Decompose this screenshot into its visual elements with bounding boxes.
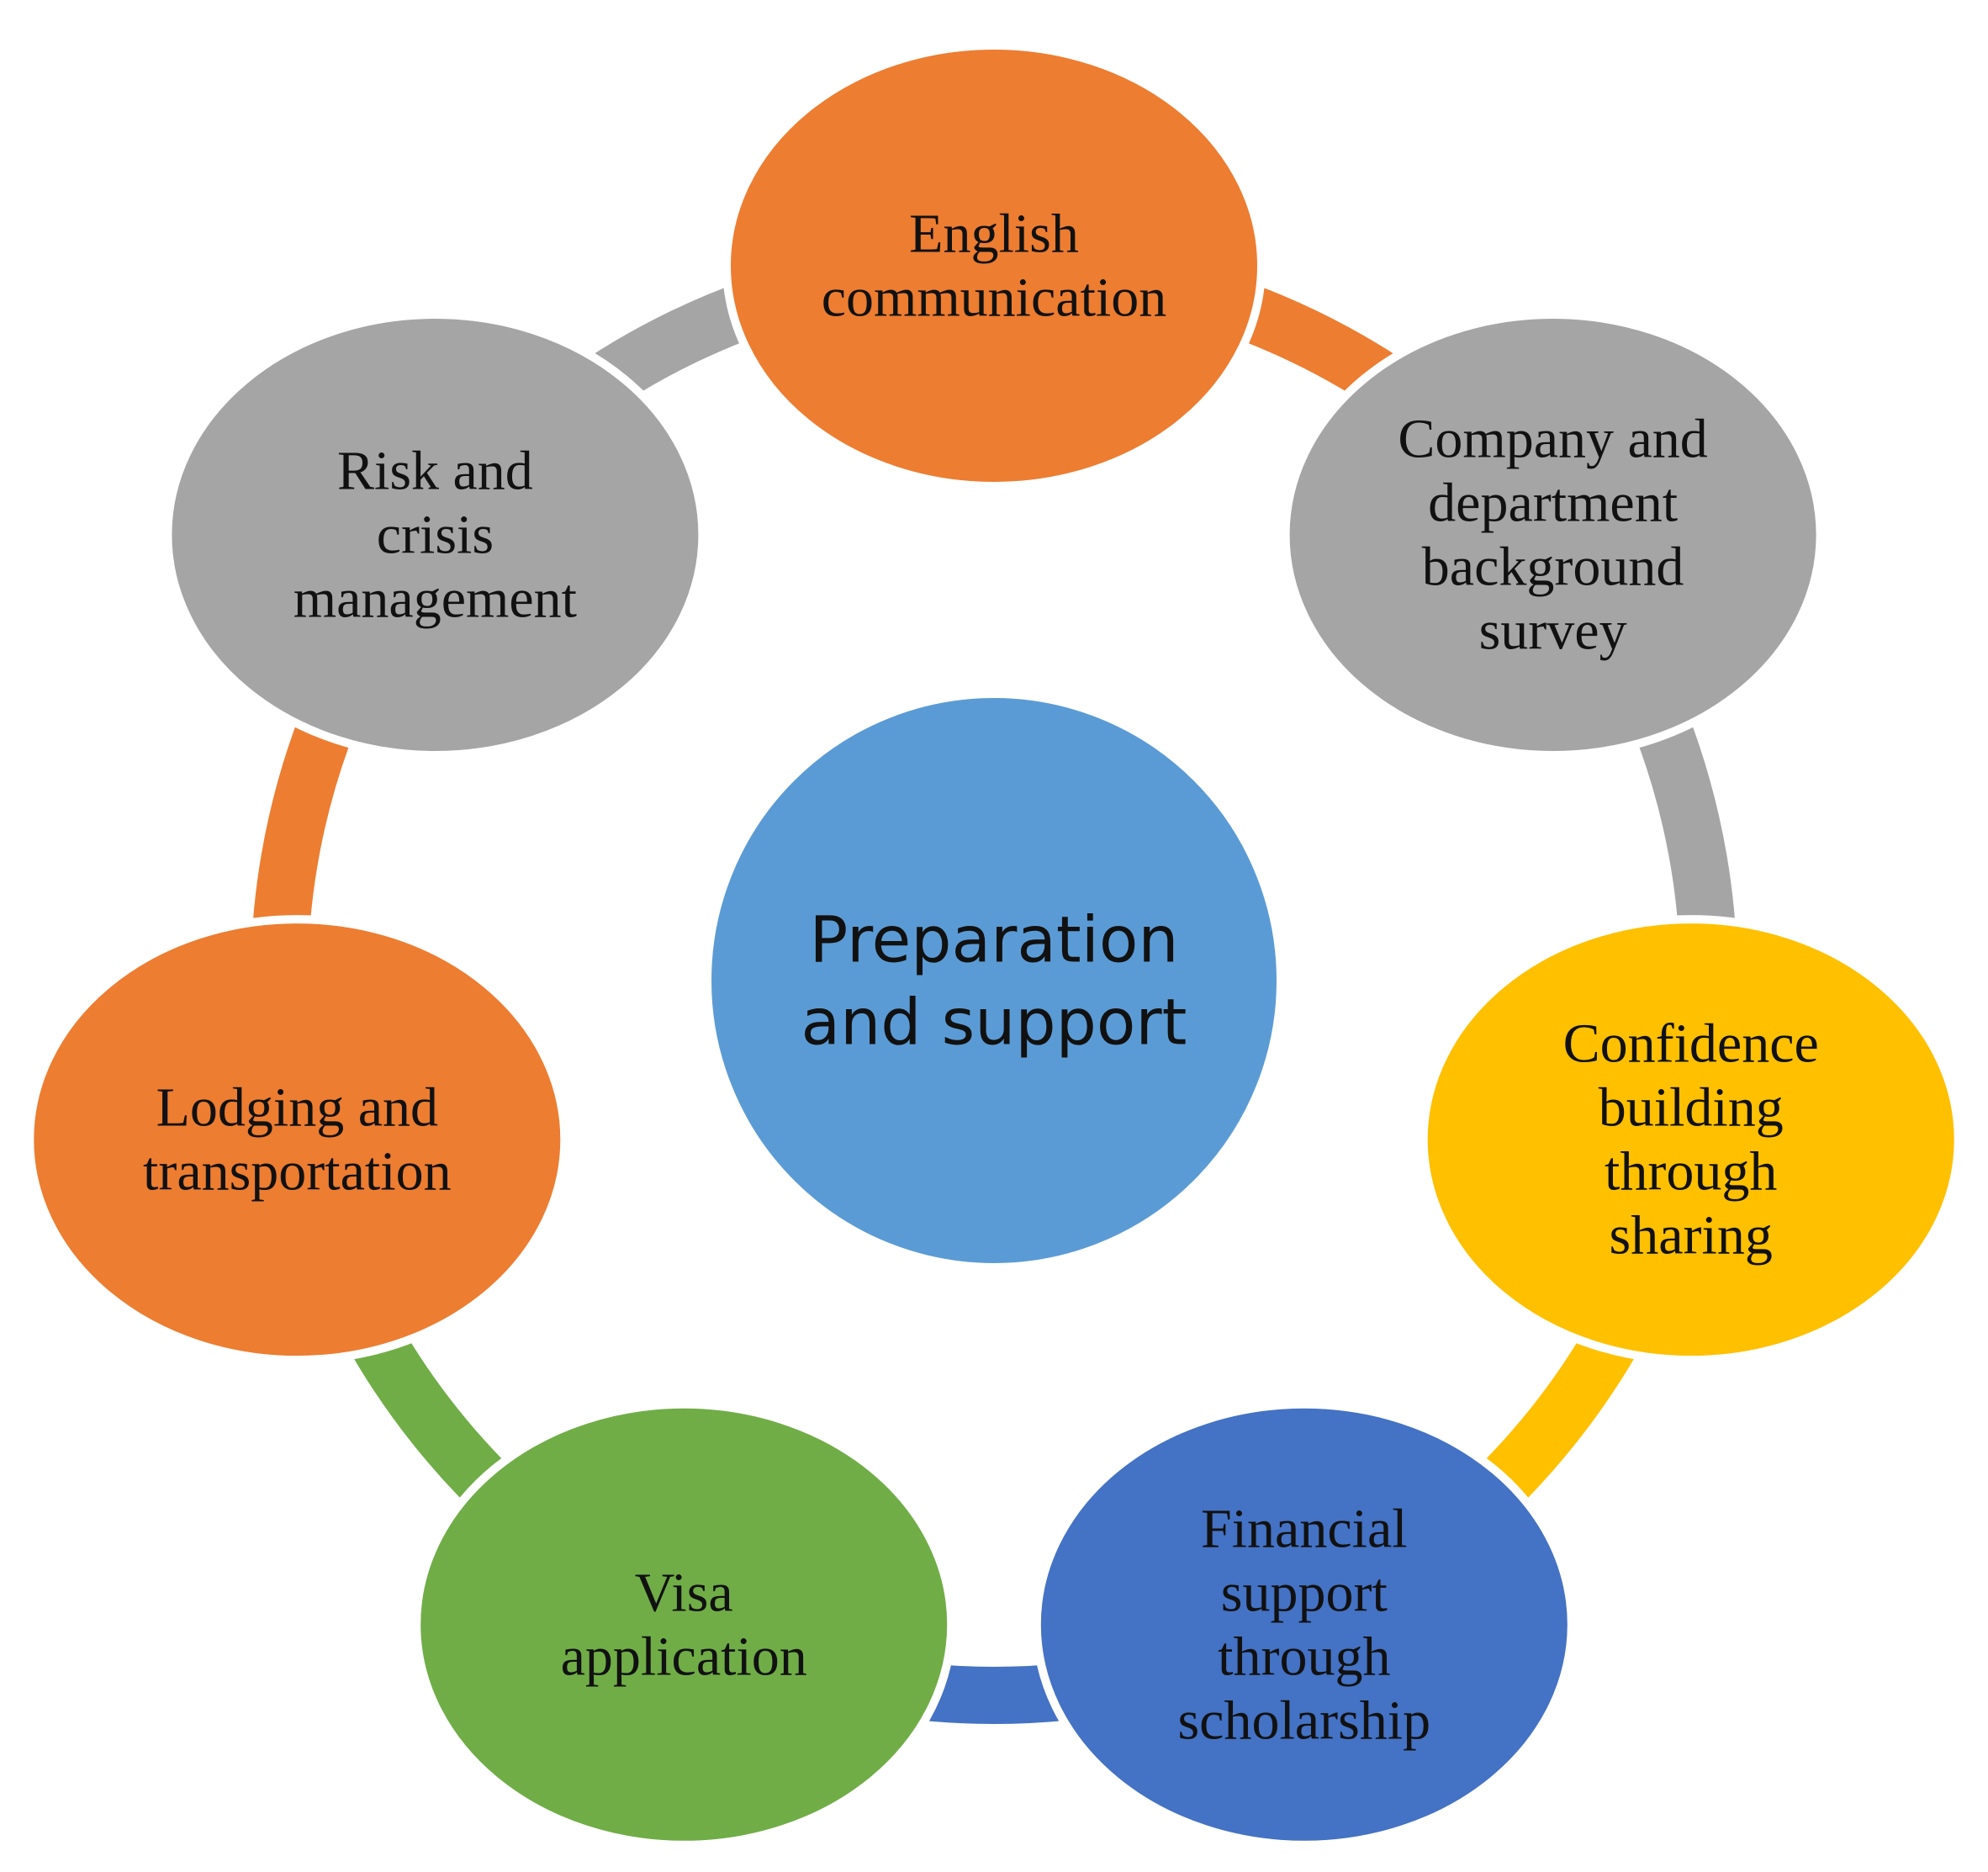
- node-label-line: through: [1218, 1626, 1390, 1687]
- node-label-line: scholarship: [1177, 1690, 1430, 1751]
- center-circle: [705, 691, 1283, 1270]
- node-label-line: Lodging and: [156, 1077, 438, 1139]
- node-ellipse: [1032, 1399, 1576, 1849]
- node-label-line: building: [1599, 1077, 1784, 1139]
- node-ellipse: [1419, 915, 1963, 1365]
- node-label-line: English: [909, 204, 1079, 265]
- node-label-line: department: [1428, 473, 1678, 534]
- node-label-line: crisis: [377, 505, 494, 566]
- node-label-line: support: [1221, 1562, 1388, 1623]
- node-ellipse: [1281, 310, 1825, 759]
- center-label-line: Preparation: [809, 902, 1178, 977]
- node-ellipse: [722, 41, 1266, 490]
- node-label-line: communication: [822, 267, 1167, 329]
- node-label-line: Visa: [635, 1562, 733, 1623]
- node-label-line: survey: [1479, 600, 1627, 662]
- node-ellipse: [25, 915, 569, 1365]
- node-label-line: background: [1422, 537, 1684, 598]
- node-label-line: transportation: [143, 1141, 452, 1203]
- node-label-line: Risk and: [337, 441, 533, 502]
- node-label-line: Confidence: [1563, 1013, 1819, 1075]
- node-label-line: Company and: [1398, 409, 1707, 470]
- node-label-line: through: [1605, 1141, 1777, 1203]
- node-ellipse: [412, 1399, 956, 1849]
- node-label-line: management: [293, 568, 577, 630]
- center-label-line: and support: [801, 985, 1187, 1060]
- node-label-line: Financial: [1201, 1498, 1408, 1559]
- center-node: Preparation and support: [705, 691, 1283, 1270]
- node-ellipse: [163, 310, 707, 759]
- node-label-line: application: [561, 1626, 807, 1687]
- node-label-line: sharing: [1610, 1205, 1773, 1267]
